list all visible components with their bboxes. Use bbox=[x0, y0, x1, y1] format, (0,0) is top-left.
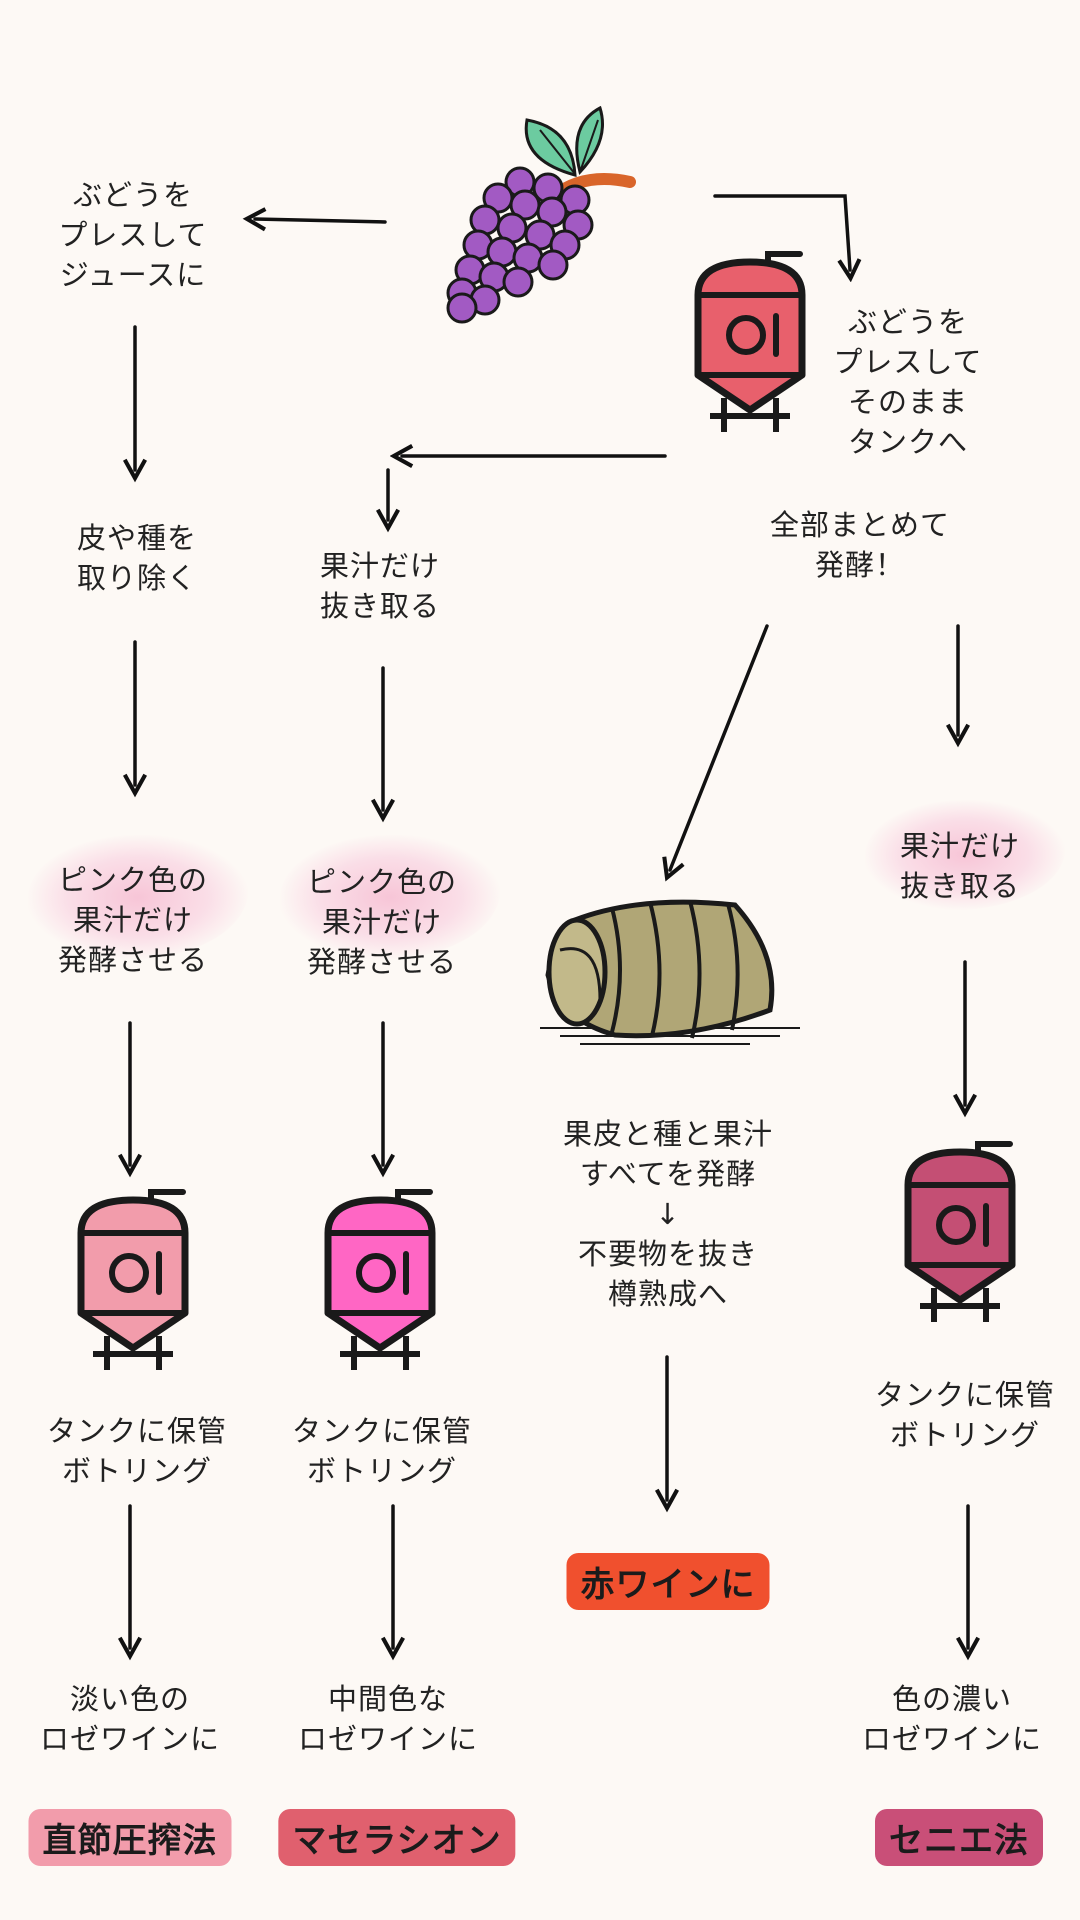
pink-wash bbox=[28, 835, 248, 960]
step-red-process: 果皮と種と果汁すべてを発酵↓不要物を抜き樽熟成へ bbox=[562, 1117, 774, 1311]
step-store-2: タンクに保管ボトリング bbox=[291, 1414, 473, 1488]
result-light-rose: 淡い色のロゼワインに bbox=[39, 1682, 221, 1756]
tank-icon bbox=[908, 1144, 1012, 1322]
result-dark-rose: 色の濃いロゼワインに bbox=[861, 1682, 1043, 1756]
label-red-wine: 赤ワインに bbox=[566, 1553, 770, 1610]
step-store-3: タンクに保管ボトリング bbox=[874, 1378, 1056, 1452]
step-press-tank: ぶどうをプレスしてそのままタンクへ bbox=[833, 305, 983, 459]
label-direct-press: 直節圧搾法 bbox=[28, 1809, 232, 1866]
step-extract-juice-mid: 果汁だけ抜き取る bbox=[319, 549, 441, 623]
step-press-juice: ぶどうをプレスしてジュースに bbox=[58, 178, 208, 292]
tank-icon bbox=[698, 254, 802, 432]
step-store-1: タンクに保管ボトリング bbox=[46, 1414, 228, 1488]
step-pink-ferment-2: ピンク色の果汁だけ発酵させる bbox=[306, 865, 458, 979]
step-remove-skins: 皮や種を取り除く bbox=[76, 521, 198, 595]
step-extract-juice-right: 果汁だけ抜き取る bbox=[899, 829, 1021, 903]
barrel-icon bbox=[540, 899, 800, 1045]
tank-icon bbox=[328, 1192, 432, 1370]
step-ferment-all: 全部まとめて発酵！ bbox=[769, 508, 951, 582]
result-medium-rose: 中間色なロゼワインに bbox=[297, 1682, 479, 1756]
label-maceration: マセラシオン bbox=[278, 1809, 516, 1866]
pink-wash bbox=[280, 835, 500, 960]
pink-wash bbox=[865, 800, 1065, 910]
flow-arrows bbox=[130, 194, 968, 1648]
grape-icon bbox=[446, 105, 636, 324]
label-saignee: セニエ法 bbox=[875, 1809, 1043, 1866]
step-pink-ferment-1: ピンク色の果汁だけ発酵させる bbox=[57, 863, 209, 977]
tank-icon bbox=[81, 1192, 185, 1370]
